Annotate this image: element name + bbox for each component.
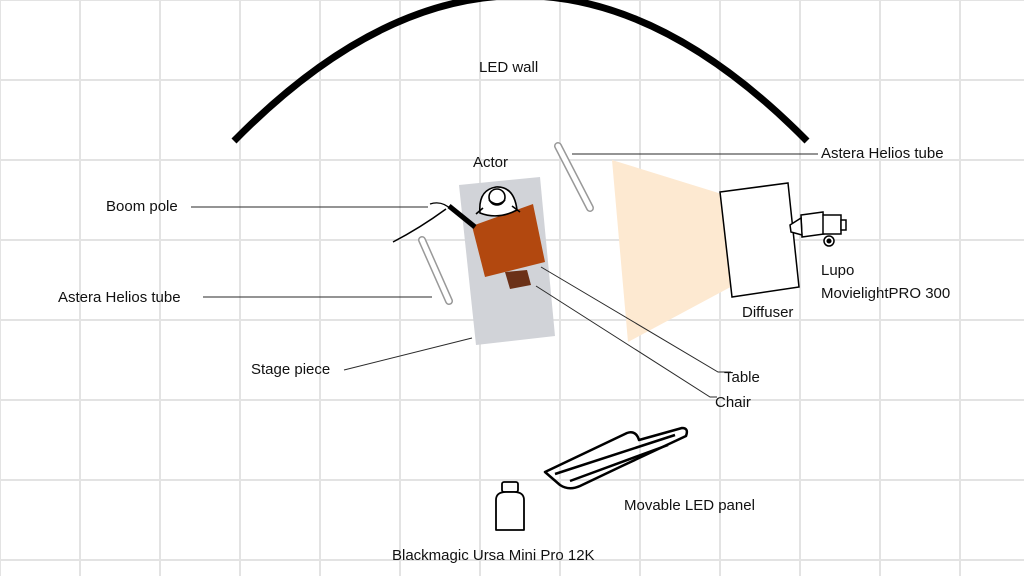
lupo-light-icon xyxy=(789,211,847,247)
leader-chair xyxy=(535,285,717,398)
astera-tube-top-icon xyxy=(554,142,594,212)
actor-label: Actor xyxy=(473,154,509,171)
diffuser xyxy=(719,182,800,298)
camera-label: Blackmagic Ursa Mini Pro 12K xyxy=(392,547,595,564)
light-beam xyxy=(612,160,738,342)
lupo-label-line2: MovielightPRO 300 xyxy=(821,285,951,302)
table-label: Table xyxy=(724,369,760,386)
astera-top-label: Astera Helios tube xyxy=(821,145,944,162)
led-wall-arc xyxy=(231,0,810,144)
lupo-label-line1: Lupo xyxy=(821,262,855,279)
boom-pole-label: Boom pole xyxy=(106,198,178,215)
astera-left-label: Astera Helios tube xyxy=(58,289,181,306)
led-wall-label: LED wall xyxy=(479,59,539,76)
chair-label: Chair xyxy=(715,394,751,411)
stage-piece-label: Stage piece xyxy=(251,361,331,378)
table xyxy=(472,204,545,277)
leader-table xyxy=(540,266,731,373)
chair xyxy=(505,270,531,289)
movable-led-label: Movable LED panel xyxy=(624,497,755,514)
diffuser-label: Diffuser xyxy=(742,304,794,321)
movable-led-panel-icon xyxy=(543,426,689,490)
astera-tube-left-icon xyxy=(418,236,453,305)
camera-icon xyxy=(495,481,525,531)
leader-stage-piece xyxy=(343,337,473,371)
boom-pole-icon xyxy=(392,202,477,243)
actor-icon xyxy=(475,186,521,217)
